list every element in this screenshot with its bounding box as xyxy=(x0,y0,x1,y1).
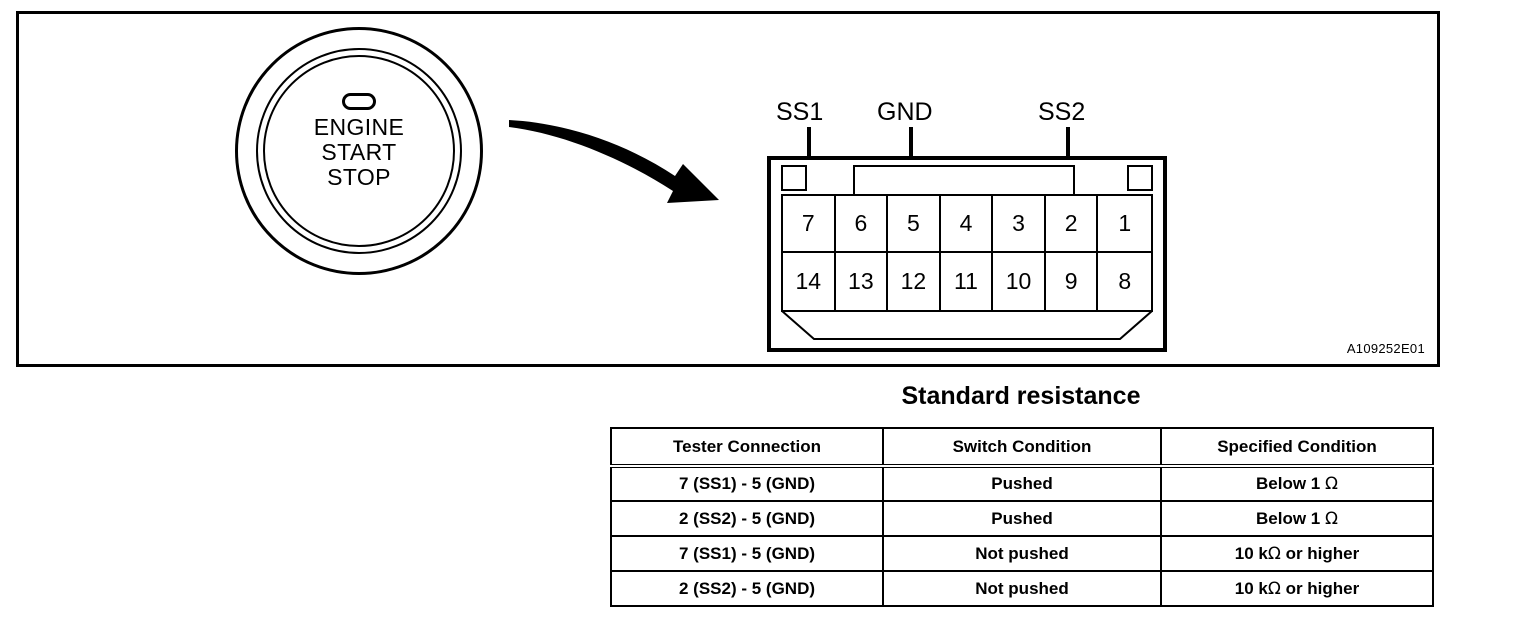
button-label-line-3: STOP xyxy=(327,164,391,190)
pin-cell: 11 xyxy=(941,253,994,310)
figure-panel: ENGINE START STOP SS1 GND SS2 7 6 5 xyxy=(16,11,1440,367)
cell-switch-condition: Not pushed xyxy=(882,535,1162,572)
oval-indicator-icon xyxy=(342,93,376,110)
button-outer-ring xyxy=(235,27,483,275)
connector-top-tab xyxy=(853,165,1075,195)
specified-prefix: Below 1 xyxy=(1256,508,1325,528)
cell-switch-condition: Not pushed xyxy=(882,570,1162,607)
pin-cell: 1 xyxy=(1098,196,1151,253)
figure-reference-code: A109252E01 xyxy=(1346,341,1425,356)
table-row: 7 (SS1) - 5 (GND) Not pushed 10 kΩ or hi… xyxy=(610,535,1434,572)
connector-bottom-trapezoid xyxy=(781,310,1153,342)
ohm-symbol: Ω xyxy=(1267,578,1281,599)
pin-cell: 13 xyxy=(836,253,889,310)
column-header-specified-condition: Specified Condition xyxy=(1160,427,1434,468)
pin-cell: 14 xyxy=(783,253,836,310)
ohm-symbol: Ω xyxy=(1324,474,1338,494)
cell-tester-connection: 2 (SS2) - 5 (GND) xyxy=(610,570,884,607)
connector-diagram: 7 6 5 4 3 2 1 14 13 12 11 10 9 8 xyxy=(767,156,1167,352)
cell-tester-connection: 2 (SS2) - 5 (GND) xyxy=(610,500,884,537)
specified-prefix: 10 k xyxy=(1234,578,1268,598)
cell-specified-condition: 10 kΩ or higher xyxy=(1160,535,1434,572)
column-header-tester-connection: Tester Connection xyxy=(610,427,884,468)
button-middle-ring xyxy=(256,48,462,254)
pin-cell: 7 xyxy=(783,196,836,253)
cell-specified-condition: 10 kΩ or higher xyxy=(1160,570,1434,607)
connector-notch-right xyxy=(1127,165,1153,191)
pin-cell: 10 xyxy=(993,253,1046,310)
button-label: ENGINE START STOP xyxy=(235,115,483,190)
pin-cell: 12 xyxy=(888,253,941,310)
table-row: 2 (SS2) - 5 (GND) Not pushed 10 kΩ or hi… xyxy=(610,570,1434,607)
connector-label-ss2: SS2 xyxy=(1038,98,1086,126)
connector-inner-body: 7 6 5 4 3 2 1 14 13 12 11 10 9 8 xyxy=(781,165,1153,341)
standard-resistance-table: Tester Connection Switch Condition Speci… xyxy=(610,427,1434,607)
callout-arrow-icon xyxy=(507,102,737,227)
connector-pin-grid: 7 6 5 4 3 2 1 14 13 12 11 10 9 8 xyxy=(781,194,1153,312)
table-row: 7 (SS1) - 5 (GND) Pushed Below 1 Ω xyxy=(610,465,1434,502)
specified-suffix: or higher xyxy=(1280,578,1360,598)
cell-tester-connection: 7 (SS1) - 5 (GND) xyxy=(610,535,884,572)
connector-top-band xyxy=(781,165,1153,195)
cell-specified-condition: Below 1 Ω xyxy=(1160,465,1434,502)
ohm-symbol: Ω xyxy=(1267,543,1281,564)
resistance-section-title: Standard resistance xyxy=(901,382,1141,410)
button-inner-ring xyxy=(263,55,455,247)
button-label-line-2: START xyxy=(321,139,397,165)
connector-label-gnd: GND xyxy=(877,98,933,126)
cell-switch-condition: Pushed xyxy=(882,500,1162,537)
pin-cell: 4 xyxy=(940,196,994,253)
pin-cell: 6 xyxy=(835,196,889,253)
column-header-switch-condition: Switch Condition xyxy=(882,427,1162,468)
pin-cell: 9 xyxy=(1046,253,1099,310)
pin-cell: 2 xyxy=(1045,196,1099,253)
cell-specified-condition: Below 1 Ω xyxy=(1160,500,1434,537)
engine-start-stop-button: ENGINE START STOP xyxy=(235,27,483,275)
connector-label-ss1: SS1 xyxy=(776,98,824,126)
table-header-row: Tester Connection Switch Condition Speci… xyxy=(610,427,1434,468)
pin-cell: 5 xyxy=(888,196,941,253)
cell-switch-condition: Pushed xyxy=(882,465,1162,502)
pin-cell: 3 xyxy=(993,196,1046,253)
cell-tester-connection: 7 (SS1) - 5 (GND) xyxy=(610,465,884,502)
specified-prefix: Below 1 xyxy=(1256,474,1325,493)
pin-cell: 8 xyxy=(1118,268,1132,294)
button-label-line-1: ENGINE xyxy=(313,114,405,140)
connector-notch-left xyxy=(781,165,807,191)
specified-prefix: 10 k xyxy=(1234,543,1268,563)
table-row: 2 (SS2) - 5 (GND) Pushed Below 1 Ω xyxy=(610,500,1434,537)
specified-suffix: or higher xyxy=(1280,543,1360,563)
ohm-symbol: Ω xyxy=(1324,508,1338,529)
